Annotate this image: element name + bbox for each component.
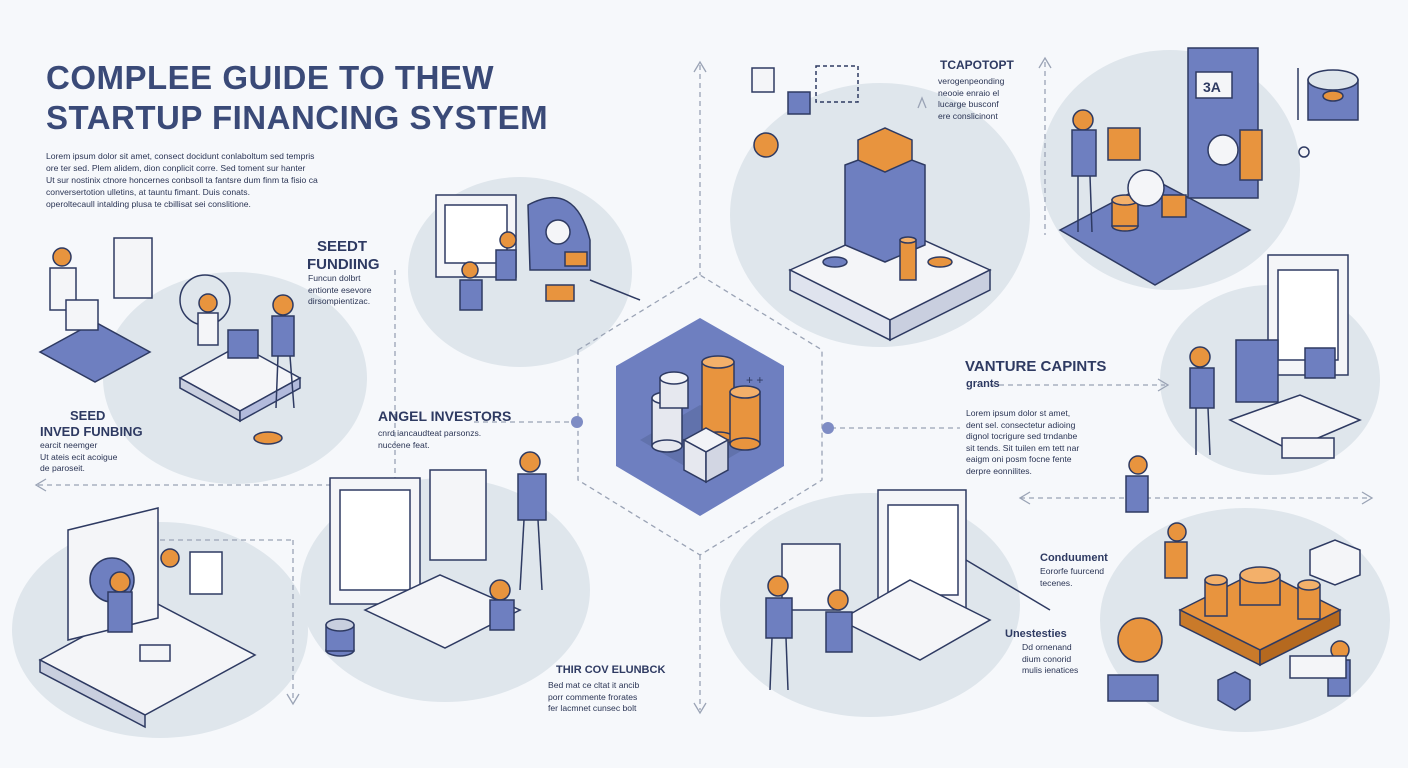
- bottom-mid-heading: THIR COV ELUNBCK: [556, 664, 665, 677]
- top-right-line: lucarge busconf: [938, 99, 999, 110]
- seed-top-title-1: SEEDT: [317, 238, 368, 255]
- conductment-line: tecenes.: [1040, 577, 1073, 588]
- venture-analyst-scene: [1189, 254, 1362, 459]
- coin-stack-gray: [651, 371, 689, 453]
- venture-text: Lorem ipsum dolor st amet, dent sel. con…: [966, 408, 1079, 478]
- top-right-heading: TCAPOTOPT: [940, 58, 1014, 72]
- universities-line: dium conorid: [1022, 653, 1072, 664]
- venture-line: derpre eonnilites.: [966, 465, 1032, 476]
- venture-line: Lorem ipsum dolor st amet,: [966, 408, 1071, 418]
- seed-left-text: earcit neemger Ut ateis ecit acoigue de …: [40, 440, 117, 475]
- intro-paragraph: Lorem ipsum dolor sit amet, consect doci…: [46, 150, 318, 210]
- angel-heading: ANGEL INVESTORS: [378, 408, 511, 425]
- seed-left-line: Ut ateis ecit acoigue: [40, 451, 118, 462]
- arrowheads: [34, 56, 1374, 715]
- venture-line: dignol tocrigure sed trndanbe: [966, 431, 1078, 442]
- bottom-mid-line: porr commente frorates: [548, 691, 638, 702]
- bottom-mid-text: Bed mat ce cltat it ancib porr commente …: [548, 680, 639, 715]
- intro-line: conversertotion ulletins, at tauntu fima…: [46, 187, 250, 198]
- top-right-title: TCAPOTOPT: [940, 58, 1014, 72]
- ba-sign-text: 3A: [1203, 79, 1221, 95]
- venture-sub: grants: [966, 378, 1000, 390]
- venture-heading: VANTURE CAPINTS: [965, 358, 1106, 376]
- bottom-left-presentation-scene: [38, 507, 257, 729]
- connector-node-left: [571, 416, 583, 428]
- bottom-mid-line: fer lacmnet cunsec bolt: [548, 703, 637, 714]
- top-right-line: ere conslicinont: [938, 110, 998, 121]
- grants-vault-scene: [1107, 455, 1361, 711]
- seed-top-title-2: FUNDIING: [307, 256, 380, 273]
- venture-line: sit tends. Sit tuilen em tett nar: [966, 442, 1080, 453]
- venture-line: eaigm oni posm focne fente: [966, 454, 1072, 465]
- angel-title: ANGEL INVESTORS: [378, 408, 512, 424]
- universities-text: Dd ornenand dium conorid mulis ienatices: [1022, 642, 1078, 677]
- conductment-heading: Conduument: [1040, 552, 1108, 565]
- seed-top-line: entionte esevore: [308, 284, 372, 295]
- conductment-title: Conduument: [1040, 552, 1108, 564]
- bottom-mid-line: Bed mat ce cltat it ancib: [548, 680, 640, 690]
- ba-sign-icon: 3A: [1203, 79, 1221, 95]
- seed-funding-scene: [178, 274, 302, 445]
- title-line-1: COMPLEE GUIDE TO THEW: [46, 59, 495, 96]
- seed-left-heading: SEED INVED FUNBING: [40, 408, 143, 439]
- universities-heading: Unestesties: [1005, 628, 1067, 641]
- capital-machine-scene: [751, 65, 992, 342]
- venture-line: dent sel. consectetur adioing: [966, 419, 1076, 430]
- angel-line: nuccene feat.: [378, 439, 430, 450]
- bill-stack: [682, 427, 730, 484]
- angel-text: cnrd iancaudteat parsonzs. nuccene feat.: [378, 428, 481, 451]
- seed-top-line: dirsompientizac.: [308, 296, 371, 307]
- flow-connectors: [38, 62, 1370, 710]
- conductment-line: Eororfe fuurcend: [1040, 566, 1105, 576]
- left-investor-scene: [38, 237, 153, 383]
- svg-text:+ +: + +: [746, 373, 763, 387]
- intro-line: Lorem ipsum dolor sit amet, consect doci…: [46, 151, 315, 161]
- angel-line: cnrd iancaudteat parsonzs.: [378, 428, 482, 438]
- top-right-line: verogenpeonding: [938, 76, 1005, 86]
- intro-line: ore ter sed. Plem alidem, dion conplicit…: [46, 163, 306, 174]
- angel-workstation-scene: [435, 194, 641, 311]
- venture-laptop-scene: [765, 489, 1051, 691]
- top-right-line: neooie enraio el: [938, 87, 1000, 98]
- top-right-vault-scene: [1058, 47, 1359, 286]
- seed-left-title-1: SEED: [70, 408, 106, 423]
- seed-top-text: Funcun dolbrt entionte esevore dirsompie…: [308, 273, 372, 308]
- central-funding-hub: + +: [616, 318, 784, 516]
- seed-left-title-2: INVED FUNBING: [40, 423, 143, 439]
- universities-line: mulis ienatices: [1022, 665, 1079, 676]
- top-right-text: verogenpeonding neooie enraio el lucarge…: [938, 76, 1004, 122]
- intro-line: operoltecaull intalding plusa te cbillis…: [46, 199, 251, 210]
- venture-title: VANTURE CAPINTS: [965, 358, 1107, 375]
- universities-line: Dd ornenand: [1022, 642, 1072, 652]
- connector-node-right: [822, 422, 834, 434]
- bottom-mid-title: THIR COV ELUNBCK: [556, 664, 666, 676]
- universities-title: Unestesties: [1005, 628, 1067, 640]
- seed-left-line: earcit neemger: [40, 440, 98, 450]
- seed-top-line: Funcun dolbrt: [308, 273, 361, 283]
- angel-pitch-scene: [325, 451, 547, 657]
- page-title: COMPLEE GUIDE TO THEW STARTUP FINANCING …: [46, 58, 548, 137]
- seed-left-line: de paroseit.: [40, 463, 85, 474]
- conductment-text: Eororfe fuurcend tecenes.: [1040, 566, 1104, 589]
- intro-line: Ut sur nostinix ctnore honcernes conbsol…: [46, 175, 318, 186]
- coin-stack-orange: [701, 355, 761, 451]
- seed-top-heading: SEEDT FUNDIING: [307, 238, 380, 274]
- title-line-2: STARTUP FINANCING SYSTEM: [46, 98, 549, 136]
